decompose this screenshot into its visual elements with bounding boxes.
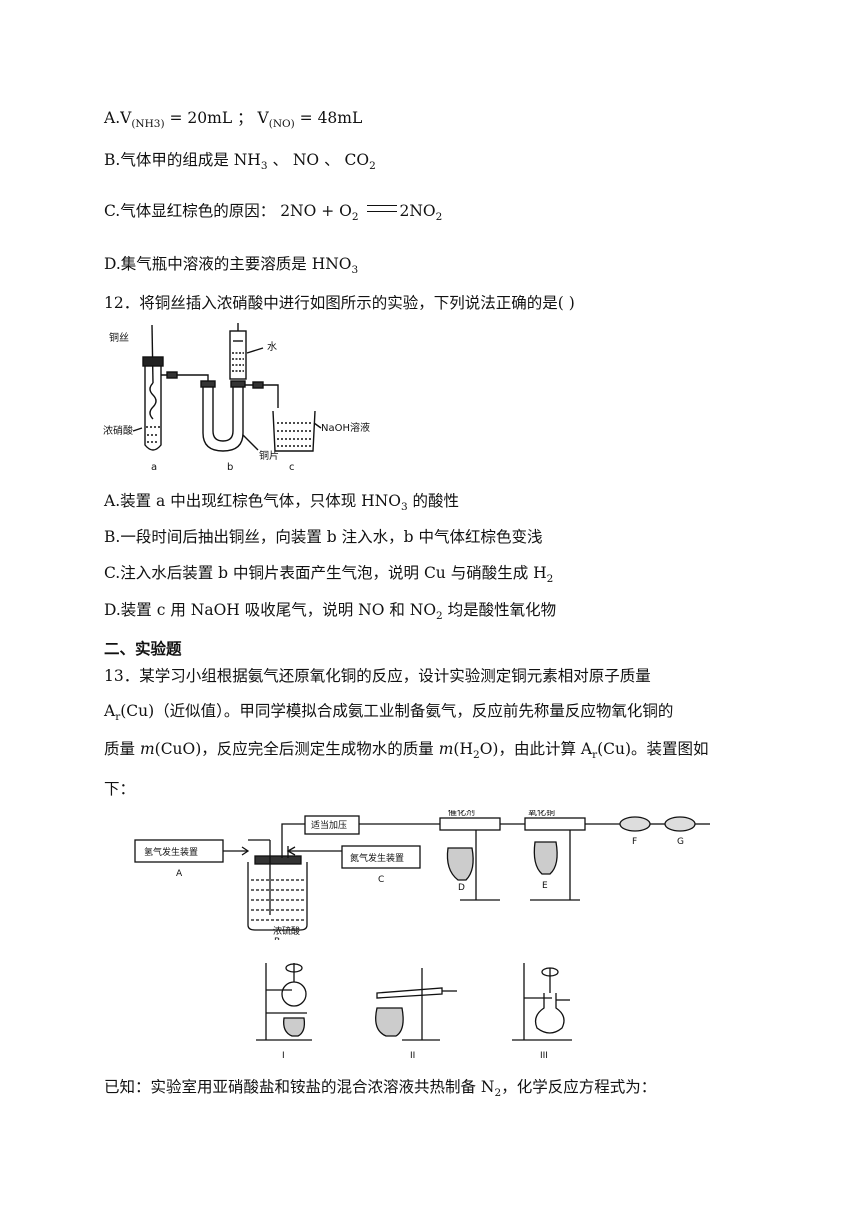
q13-line3: 质量 m(CuO)，反应完全后测定生成物水的质量 m(H2O)，由此计算 Ar(… <box>104 740 709 761</box>
u-tube-b <box>202 385 244 452</box>
drying-tube-f <box>619 816 651 832</box>
label-I: I <box>282 1051 285 1061</box>
label-II: II <box>410 1051 415 1061</box>
section-heading: 二、实验题 <box>104 640 182 658</box>
q12-option-b: B.一段时间后抽出铜丝，向装置 b 注入水，b 中气体红棕色变浅 <box>104 528 543 546</box>
beaker-c <box>272 410 316 452</box>
flask-iii <box>534 993 565 1034</box>
label-b: b <box>227 462 233 473</box>
test-tube-ii <box>376 987 443 999</box>
q11-option-a: A.V(NH3) = 20mL ； V(NO) = 48mL <box>104 109 363 130</box>
label-copper-wire: 铜丝 <box>109 332 129 344</box>
copper-coil <box>149 382 157 420</box>
burner-d <box>446 847 474 881</box>
label-water: 水 <box>267 341 277 353</box>
q13-apparatus-figure: 氢气发生装置 A 适当加压 氮气发生装置 C 浓硫酸 B 催化剂 D 氧化铜 E… <box>134 810 710 940</box>
q12-option-c: C.注入水后装置 b 中铜片表面产生气泡，说明 Cu 与硝酸生成 H2 <box>104 564 554 585</box>
label-a: a <box>151 462 157 473</box>
label-III: III <box>540 1051 548 1061</box>
label-B: B <box>274 937 280 940</box>
copper-wire <box>151 324 154 384</box>
burner-e <box>533 841 558 875</box>
label-A-box: 氢气发生装置 <box>144 846 198 858</box>
label-catalyst: 催化剂 <box>448 810 475 818</box>
q13-line4: 下： <box>104 780 136 798</box>
label-D: D <box>458 883 465 893</box>
label-copper-oxide: 氧化铜 <box>528 810 555 818</box>
water-syringe <box>229 330 247 380</box>
stopper-a <box>142 356 164 367</box>
label-B-liquid: 浓硫酸 <box>273 925 300 937</box>
label-C: C <box>378 875 384 885</box>
label-c: c <box>289 462 295 473</box>
q13-line2: Ar(Cu)（近似值）。甲同学模拟合成氨工业制备氨气，反应前先称量反应物氧化铜的 <box>104 702 674 723</box>
label-pressurize: 适当加压 <box>311 819 347 831</box>
test-tube-a <box>144 366 162 451</box>
copper-oxide-tube-e <box>524 817 586 831</box>
label-C-box: 氮气发生装置 <box>350 852 404 864</box>
label-naoh-solution: NaOH溶液 <box>321 421 370 434</box>
label-F: F <box>632 837 637 847</box>
q13-known: 已知：实验室用亚硝酸盐和铵盐的混合浓溶液共热制备 N2，化学反应方程式为： <box>104 1078 657 1099</box>
pressurize-box <box>304 815 360 835</box>
q11-option-b: B.气体甲的组成是 NH3 、 NO 、 CO2 <box>104 151 376 172</box>
burner-ii <box>375 1007 404 1037</box>
q12-option-a: A.装置 a 中出现红棕色气体，只体现 HNO3 的酸性 <box>104 492 460 513</box>
burner-i <box>283 1017 306 1037</box>
label-G: G <box>677 837 684 847</box>
label-A: A <box>176 869 183 879</box>
q13-line1: 13．某学习小组根据氨气还原氧化铜的反应，设计实验测定铜元素相对原子质量 <box>104 667 651 685</box>
label-conc-nitric-acid: 浓硝酸 <box>103 424 133 437</box>
q11-option-d: D.集气瓶中溶液的主要溶质是 HNO3 <box>104 255 359 276</box>
q12-apparatus-figure: 铜丝 水 浓硝酸 NaOH溶液 铜片 a b c <box>103 323 370 473</box>
nitrogen-generator-box <box>341 845 421 869</box>
q11-option-c: C.气体显红棕色的原因： 2NO + O2 2NO2 <box>104 202 443 223</box>
drying-tube-g <box>664 816 696 832</box>
q13-options-figure: I II III <box>256 963 572 1061</box>
q12-stem: 12．将铜丝插入浓硝酸中进行如图所示的实验，下列说法正确的是( ) <box>104 294 575 312</box>
equals-double-line <box>366 205 397 212</box>
q12-option-d: D.装置 c 用 NaOH 吸收尾气，说明 NO 和 NO2 均是酸性氧化物 <box>104 601 557 622</box>
conc-sulfuric-acid-bottle <box>247 862 308 931</box>
flask-i <box>281 981 307 1007</box>
catalyst-tube-d <box>439 817 501 831</box>
label-copper-sheet: 铜片 <box>259 449 279 462</box>
label-E: E <box>542 881 548 891</box>
